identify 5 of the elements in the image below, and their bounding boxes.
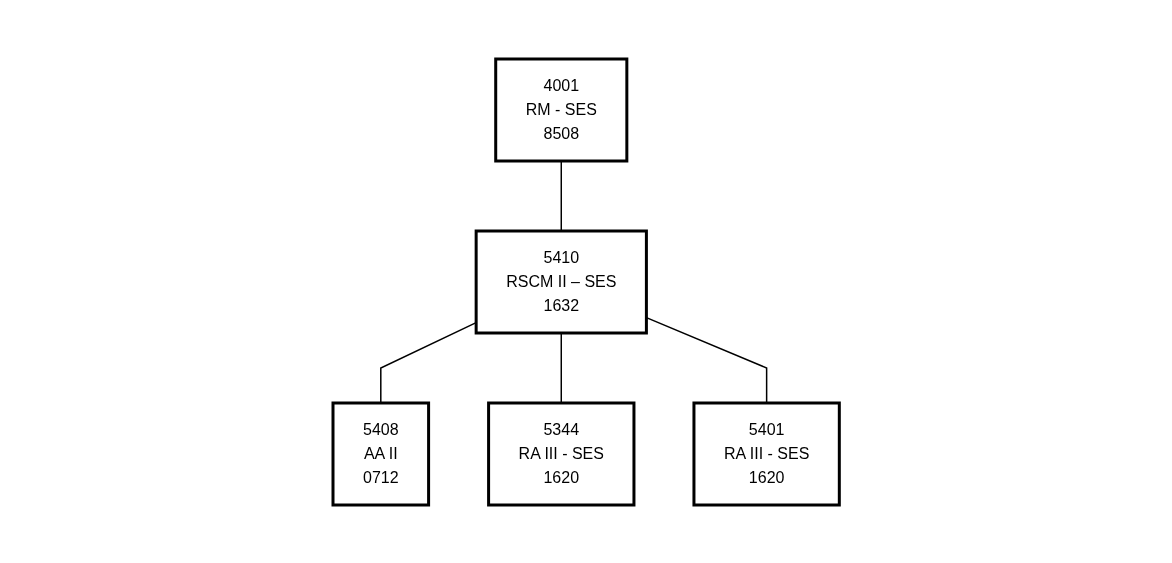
node-box: 5408 AA II 0712 xyxy=(331,401,430,506)
node-box: 5410 RSCM II – SES 1632 xyxy=(474,229,648,334)
node-box: 4001 RM - SES 8508 xyxy=(494,57,629,162)
node-box: 5401 RA III - SES 1620 xyxy=(692,401,841,506)
node-box: 5344 RA III - SES 1620 xyxy=(486,401,636,506)
